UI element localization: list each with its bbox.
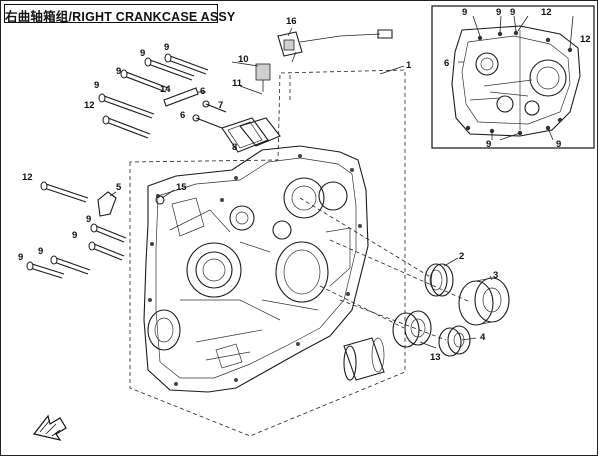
switch-sensor xyxy=(255,63,271,92)
callout-9-h: 9 xyxy=(18,252,23,263)
callout-9-f: 9 xyxy=(72,230,77,241)
crankcase-boundary xyxy=(129,69,406,437)
inset-callout-9-b: 9 xyxy=(496,7,501,18)
inset-callout-9-e: 9 xyxy=(556,139,561,150)
dowel-pin xyxy=(163,87,199,107)
bearing-small xyxy=(438,325,471,357)
cover-plate xyxy=(221,117,281,153)
callout-13: 13 xyxy=(430,352,441,363)
callout-1: 1 xyxy=(406,60,412,71)
bearing-large xyxy=(458,277,510,326)
callout-6-b: 6 xyxy=(180,110,185,121)
callout-12-a: 12 xyxy=(84,100,95,111)
inset-callout-12-b: 12 xyxy=(580,34,591,45)
small-bolts xyxy=(192,100,227,129)
sensor-with-cable xyxy=(277,29,393,63)
callout-16: 16 xyxy=(286,16,297,27)
bearing-medium xyxy=(392,310,432,348)
callout-9-e: 9 xyxy=(86,214,91,225)
diagram-title: 右曲轴箱组/RIGHT CRANKCASE ASSY xyxy=(5,10,236,24)
callout-7: 7 xyxy=(218,100,223,111)
callout-10: 10 xyxy=(238,54,249,65)
callout-15: 15 xyxy=(176,182,187,193)
callout-5: 5 xyxy=(116,182,122,193)
callout-9-g: 9 xyxy=(38,246,43,257)
callout-3: 3 xyxy=(493,270,498,281)
callout-9-c: 9 xyxy=(116,66,121,77)
callout-6-a: 6 xyxy=(200,86,205,97)
callout-2: 2 xyxy=(459,251,464,262)
needle-bearing xyxy=(343,337,385,381)
callout-8: 8 xyxy=(232,142,237,153)
inset-callout-6: 6 xyxy=(444,58,449,69)
plug xyxy=(155,195,165,205)
inset-detail-view: 9 9 9 12 12 6 9 9 xyxy=(431,5,595,150)
inset-callout-12-a: 12 xyxy=(541,7,552,18)
oil-seal xyxy=(424,263,454,297)
callout-12-b: 12 xyxy=(22,172,33,183)
callout-4: 4 xyxy=(480,332,486,343)
callout-9-a: 9 xyxy=(140,48,145,59)
inset-callout-9-a: 9 xyxy=(462,7,467,18)
inset-callout-9-d: 9 xyxy=(486,139,491,150)
right-crankcase xyxy=(143,145,369,393)
callout-14: 14 xyxy=(160,84,171,95)
inset-callout-9-c: 9 xyxy=(510,7,515,18)
leader-lines xyxy=(109,27,493,349)
callout-9-d: 9 xyxy=(94,80,99,91)
long-bolts xyxy=(26,53,209,279)
callout-11: 11 xyxy=(232,78,243,89)
front-direction-arrow-icon xyxy=(32,414,67,441)
bracket xyxy=(97,191,117,217)
callout-9-b: 9 xyxy=(164,42,169,53)
title-box: 右曲轴箱组/RIGHT CRANKCASE ASSY xyxy=(4,4,236,24)
